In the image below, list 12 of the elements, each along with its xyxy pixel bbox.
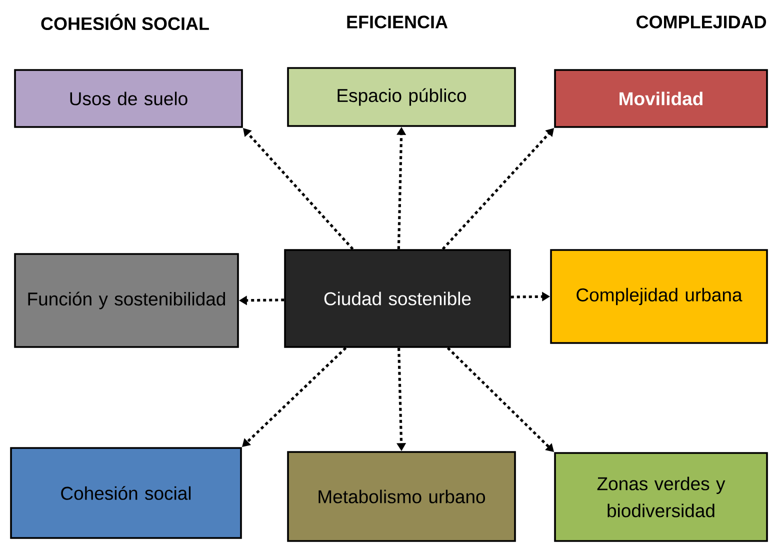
- topic-box: Espacio público: [287, 67, 516, 127]
- topic-box: Función y sostenibilidad: [14, 253, 239, 348]
- topic-box: Cohesión social: [10, 447, 242, 539]
- topic-box: Metabolismo urbano: [287, 451, 516, 542]
- topic-box: Movilidad: [554, 69, 768, 128]
- heading: COHESIÓN SOCIAL: [41, 14, 209, 30]
- topic-box: Complejidad urbana: [550, 249, 768, 344]
- topic-box: Zonas verdes y biodiversidad: [554, 452, 768, 542]
- heading: EFICIENCIA: [347, 16, 448, 28]
- central-box: Ciudad sostenible: [284, 249, 511, 348]
- heading: COMPLEJIDAD: [636, 16, 766, 28]
- topic-box: Usos de suelo: [14, 69, 243, 128]
